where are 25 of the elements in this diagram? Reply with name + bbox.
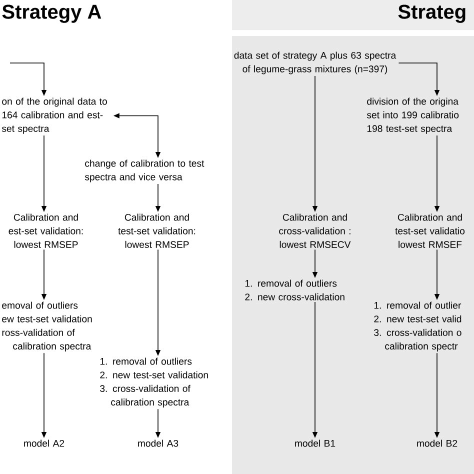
step-text: model B2 <box>417 440 458 447</box>
list-item: 1. removal of outliers <box>100 358 192 365</box>
list-item: 2. new test-set valid <box>374 315 462 322</box>
list-item: 1. removal of outliers <box>245 280 337 287</box>
heading: Strateg <box>398 4 466 23</box>
list-item: 2. new test-set validation <box>100 371 208 378</box>
list-item: 2. new cross-validation <box>245 293 344 300</box>
step-text: data set of strategy A plus 63 spectra of legume-grass mixtures (n=397) <box>234 52 396 74</box>
step-text: Calibration and est-set validation: lowest RMSEP <box>8 214 83 248</box>
step-text: model A3 <box>138 440 178 447</box>
list-item: 3. cross-validation of calibration spectra <box>100 384 190 408</box>
list-item: 1. removal of outlier <box>374 302 462 309</box>
step-text: change of calibration to test spectra and vice versa <box>84 160 204 182</box>
step-text: division of the origina set into 199 calibratio 198 test-set spectra <box>366 98 459 134</box>
list-item: 3. cross-validation o calibration spectr <box>374 328 462 352</box>
step-text: on of the original data to 164 calibration and est-set spectra <box>2 98 107 134</box>
step-text: model A2 <box>24 440 64 447</box>
step-text: model B1 <box>295 440 336 447</box>
step-text: Calibration and test-set validatio lowest RMSEF <box>395 214 465 248</box>
list-item: ross-validation of calibration spectra <box>2 328 92 352</box>
step-text: Calibration and test-set validation: lowest RMSEP <box>118 214 196 248</box>
list-item: emoval of outliers <box>2 302 78 309</box>
list-item: ew test-set validation <box>2 315 92 322</box>
step-text: Calibration and cross-validation : lowest RMSECV <box>279 214 351 248</box>
heading: Strategy A <box>2 4 102 23</box>
